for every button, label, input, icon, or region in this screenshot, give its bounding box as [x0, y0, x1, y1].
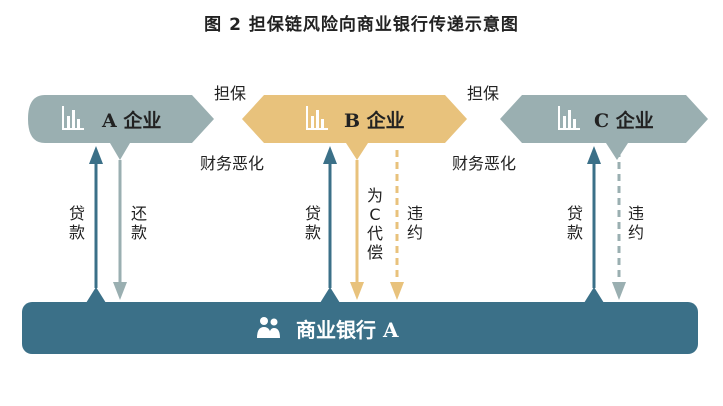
bar-chart-icon [62, 106, 84, 130]
guarantee-label-bc: 担保 [467, 84, 500, 103]
people-icon [257, 317, 280, 338]
repay-label-a: 还款 [130, 204, 147, 242]
enterprise-a-label: A 企业 [102, 110, 162, 132]
enterprise-c-label: C 企业 [594, 110, 654, 132]
deteriorate-label-a: 财务恶化 [200, 154, 265, 173]
enterprise-b-box [242, 95, 467, 160]
figure-title: 图 2 担保链风险向商业银行传递示意图 [204, 15, 519, 35]
default-label-c: 违约 [627, 204, 644, 242]
enterprise-b-label: B 企业 [344, 110, 405, 132]
default-label-b: 违约 [406, 204, 423, 242]
loan-label-b: 贷款 [304, 204, 321, 242]
enterprise-c-box [500, 95, 708, 160]
bar-chart-icon [306, 106, 328, 130]
compensate-label-b: 为C代偿 [366, 186, 383, 262]
guarantee-label-ab: 担保 [214, 84, 247, 103]
loan-label-c: 贷款 [566, 204, 583, 242]
loan-label-a: 贷款 [68, 204, 85, 242]
bank-label: 商业银行 A [296, 318, 399, 342]
deteriorate-label-b: 财务恶化 [452, 154, 517, 173]
bank-box [22, 302, 698, 354]
bar-chart-icon [558, 106, 580, 130]
